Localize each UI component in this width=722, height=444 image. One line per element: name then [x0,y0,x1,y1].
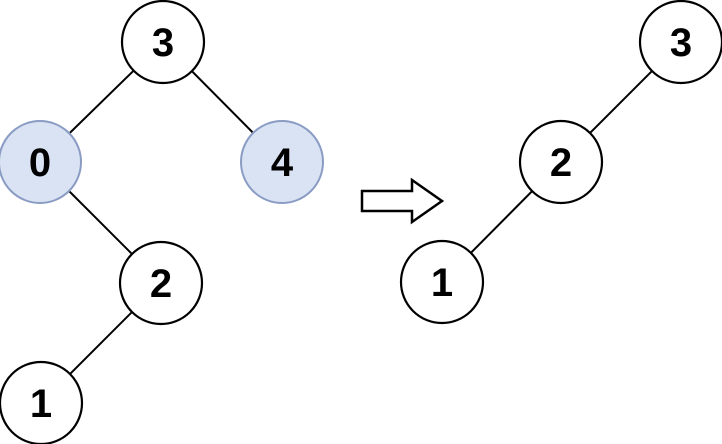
tree-before: 3 0 4 2 1 [0,0,324,444]
node-value: 0 [29,141,51,185]
node-circle [120,0,206,85]
node-circle-highlighted [240,120,324,204]
node-circle [518,119,604,205]
node-circle [118,240,204,326]
tree-node: 2 [118,240,204,326]
node-value: 3 [152,21,174,65]
node-value: 1 [30,382,52,426]
node-circle-highlighted [0,120,82,204]
tree-node: 2 [518,119,604,205]
node-value: 2 [550,141,572,185]
node-value: 3 [670,21,692,65]
node-value: 4 [271,141,294,185]
tree-node: 0 [0,120,82,204]
node-circle [0,360,84,444]
node-circle [638,0,722,85]
tree-node: 1 [0,360,84,444]
node-value: 1 [431,261,453,305]
tree-node: 4 [240,120,324,204]
tree-node: 3 [120,0,206,85]
tree-node: 1 [399,239,485,325]
node-value: 2 [150,262,172,306]
transform-arrow-icon [360,177,445,225]
node-circle [399,239,485,325]
tree-node: 3 [638,0,722,85]
tree-after: 3 2 1 [399,0,722,325]
